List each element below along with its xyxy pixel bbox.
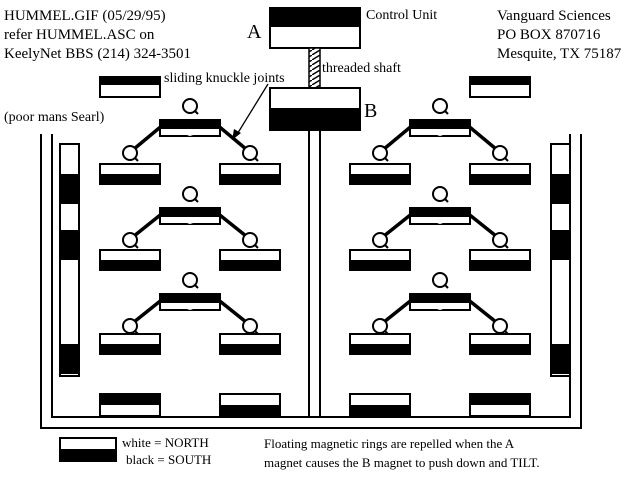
org-name: Vanguard Sciences [497, 8, 611, 24]
magnet-a [269, 7, 361, 49]
threaded-shaft-label: threaded shaft [322, 61, 401, 76]
knuckle-joints-label: sliding knuckle joints [164, 71, 285, 86]
knuckle-left-left-2 [122, 232, 139, 249]
caption-line-2: magnet causes the B magnet to push down … [264, 455, 540, 470]
ring-magnet-left-a-3 [99, 333, 161, 355]
ring-magnet-right-a-2 [349, 249, 411, 271]
knuckle-left-left-1 [122, 145, 139, 162]
tilt-unit-left-3 [99, 272, 281, 355]
bbs-line: KeelyNet BBS (214) 324-3501 [4, 46, 191, 62]
ring-magnet-right-b-2 [469, 249, 531, 271]
side-column-left [59, 143, 80, 377]
knuckle-top-right-1 [432, 98, 449, 115]
control-unit-label: Control Unit [366, 8, 437, 23]
tilt-unit-right-1 [349, 98, 531, 185]
knuckle-left-left-3 [122, 318, 139, 335]
knuckle-top-left-1 [182, 98, 199, 115]
ring-magnet-right-a-1 [349, 163, 411, 185]
tilt-unit-right-2 [349, 186, 531, 271]
ring-magnet-right-a-3 [349, 333, 411, 355]
legend-south-swatch [59, 449, 117, 462]
bottom-magnet-4 [469, 393, 531, 417]
ring-magnet-left-a-1 [99, 163, 161, 185]
searl-note: (poor mans Searl) [4, 110, 105, 125]
knuckle-left-right-3 [372, 318, 389, 335]
po-box: PO BOX 870716 [497, 27, 601, 43]
bottom-magnet-3 [349, 393, 411, 417]
knuckle-right-left-1 [242, 145, 259, 162]
knuckle-right-left-2 [242, 232, 259, 249]
magnet-b [269, 87, 361, 131]
ring-magnet-right-b-1 [469, 163, 531, 185]
side-magnet-columns [59, 143, 571, 377]
tilt-unit-right-3 [349, 272, 531, 355]
file-name-line: HUMMEL.GIF (05/29/95) [4, 8, 166, 24]
knuckle-arrow [232, 83, 269, 140]
side-column-right [550, 143, 571, 377]
magnet-a-label: A [247, 21, 262, 43]
ring-magnet-left-b-2 [219, 249, 281, 271]
knuckle-left-right-2 [372, 232, 389, 249]
city-line: Mesquite, TX 75187 [497, 46, 622, 62]
caption-line-1: Floating magnetic rings are repelled whe… [264, 436, 515, 451]
knuckle-top-right-3 [432, 272, 449, 289]
knuckle-left-right-1 [372, 145, 389, 162]
floating-magnet-top-right [469, 76, 531, 98]
tilt-unit-left-1 [99, 98, 281, 185]
ring-magnet-left-b-3 [219, 333, 281, 355]
knuckle-top-right-2 [432, 186, 449, 203]
tilt-unit-left-2 [99, 186, 281, 271]
knuckle-right-right-3 [492, 318, 509, 335]
knuckle-right-left-3 [242, 318, 259, 335]
knuckle-top-left-2 [182, 186, 199, 203]
bottom-magnet-2 [219, 393, 281, 417]
legend-north: white = NORTH [122, 435, 209, 450]
ring-magnet-right-b-3 [469, 333, 531, 355]
knuckle-right-right-2 [492, 232, 509, 249]
ring-magnet-left-b-1 [219, 163, 281, 185]
magnet-b-label: B [364, 100, 377, 122]
floating-magnet-top-left [99, 76, 161, 98]
tilt-mechanisms [99, 98, 531, 355]
legend-north-swatch [59, 437, 117, 451]
bottom-magnet-1 [99, 393, 161, 417]
legend-south: black = SOUTH [126, 452, 211, 467]
threaded-shaft [308, 47, 321, 89]
knuckle-top-left-3 [182, 272, 199, 289]
ring-magnet-left-a-2 [99, 249, 161, 271]
refer-line: refer HUMMEL.ASC on [4, 27, 155, 43]
knuckle-right-right-1 [492, 145, 509, 162]
